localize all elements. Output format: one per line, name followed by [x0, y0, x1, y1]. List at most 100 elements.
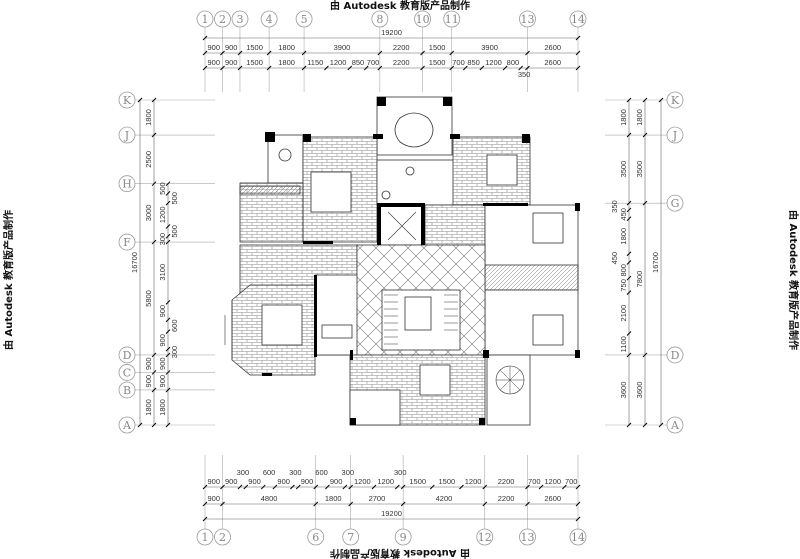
- axis-label-10: 10: [416, 13, 430, 26]
- left-axis-dimension-label: 5800: [144, 290, 153, 307]
- top-detail-dimension-label: 2200: [393, 58, 410, 67]
- right-detail-dimension-label: 3600: [619, 382, 628, 399]
- axis-label-4: 4: [266, 13, 273, 26]
- basin-icon: [405, 166, 415, 176]
- left-detail-dimension-label: 900: [158, 305, 167, 318]
- dimension-tick: [137, 97, 143, 103]
- dimension-tick: [237, 50, 243, 56]
- left-detail-dimension-label: 900: [158, 357, 167, 370]
- left-detail-dimension-label: 1200: [158, 206, 167, 223]
- dimension-tick: [626, 352, 632, 358]
- axis-bubble: [118, 381, 136, 399]
- axis-label-14: 14: [571, 531, 585, 544]
- left-detail-dimension-label: 300: [158, 233, 167, 246]
- dimension-tick: [658, 97, 664, 103]
- dimension-tick: [525, 501, 530, 507]
- axis-label-1: 1: [202, 531, 209, 544]
- axis-label-14: 14: [571, 13, 585, 26]
- toilet-icon: [381, 190, 391, 200]
- axis-label-F: F: [123, 236, 131, 249]
- dimension-tick: [420, 65, 425, 71]
- dimension-tick: [202, 516, 208, 522]
- dimension-tick: [165, 346, 171, 352]
- axis-label-J: J: [672, 129, 677, 142]
- balcony-top-left: [267, 134, 304, 184]
- axis-bubble: [118, 233, 136, 251]
- left-detail-dimension-label: 500: [170, 192, 179, 205]
- dimension-tick: [642, 200, 648, 206]
- top-axis-dimension-label: 2200: [393, 43, 410, 52]
- dimension-tick: [575, 50, 581, 56]
- axis-bubble: [214, 528, 231, 546]
- bed-icon: [261, 304, 303, 346]
- dimension-tick: [151, 181, 157, 187]
- right-detail-dimension-label: 2100: [619, 305, 628, 322]
- axis-bubble: [519, 528, 536, 546]
- bottom-detail-dimension-label: 300: [394, 468, 407, 477]
- structural-walls: [262, 97, 580, 425]
- dimension-tick: [459, 484, 464, 490]
- left-detail-dimension-label: 600: [170, 319, 179, 332]
- bottom-detail-dimension-label: 900: [330, 477, 343, 486]
- bottom-axis-dimension-label: 900: [207, 494, 220, 503]
- right-detail-dimension-label: 3500: [619, 161, 628, 178]
- top-detail-dimension-label: 1200: [485, 58, 502, 67]
- dimension-tick: [165, 422, 171, 428]
- dimension-tick: [165, 233, 171, 239]
- bottom-detail-dimension-label: 700: [528, 477, 541, 486]
- dimension-tick: [165, 387, 171, 393]
- bed-icon: [310, 171, 352, 213]
- top-detail-dimension-label: 700: [452, 58, 465, 67]
- bottom-detail-dimension-label: 600: [263, 468, 276, 477]
- dimension-tick: [313, 501, 319, 507]
- axis-bubble: [260, 10, 278, 28]
- axis-bubble: [666, 126, 684, 144]
- right-axis-dimension-label: 3500: [635, 161, 644, 178]
- dimension-tick: [377, 65, 383, 71]
- axis-label-A: A: [122, 419, 132, 432]
- bottom-detail-dimension-label: 2200: [498, 477, 515, 486]
- left-detail-dimension-label: 500: [158, 182, 167, 195]
- dimension-tick: [642, 422, 648, 428]
- dimension-tick: [301, 50, 307, 56]
- dimension-tick: [151, 422, 157, 428]
- axis-label-D: D: [671, 349, 680, 362]
- dimension-tick: [575, 501, 581, 507]
- bed-icon: [486, 154, 518, 186]
- left-axis-dimension-label: 900: [144, 357, 153, 370]
- axis-bubble: [414, 10, 431, 28]
- dimension-tick: [202, 35, 208, 41]
- axis-bubble: [196, 528, 214, 546]
- bottom-detail-dimension-label: 700: [565, 477, 578, 486]
- dimension-tick: [658, 422, 664, 428]
- dimension-tick: [325, 484, 330, 490]
- left-axis-dimension-label: 900: [144, 375, 153, 388]
- left-axis-dimension-label: 1800: [144, 399, 153, 416]
- dimension-tick: [237, 65, 243, 71]
- dimension-tick: [626, 207, 632, 213]
- dimension-tick: [272, 484, 278, 490]
- dimension-tick: [243, 484, 249, 490]
- axis-label-9: 9: [400, 531, 407, 544]
- axis-bubble: [666, 194, 684, 212]
- axis-bubble: [666, 91, 684, 109]
- dimension-tick: [237, 484, 243, 490]
- wardrobe: [239, 185, 301, 195]
- axis-bubble: [231, 10, 249, 28]
- bottom-axis-dimension-label: 2700: [369, 494, 386, 503]
- right-detail-dimension-label: 450: [610, 252, 619, 265]
- axis-label-3: 3: [236, 13, 243, 26]
- top-axis-dimension-label: 1800: [278, 43, 295, 52]
- bed-icon: [419, 364, 451, 396]
- axis-label-6: 6: [312, 531, 319, 544]
- dimension-tick: [449, 65, 455, 71]
- dimension-tick: [348, 501, 354, 507]
- dimension-tick: [642, 352, 648, 358]
- dimension-tick: [502, 65, 508, 71]
- dimension-tick: [165, 317, 171, 323]
- dimension-tick: [165, 181, 171, 187]
- top-axis-dimension-label: 900: [225, 43, 238, 52]
- dimension-tick: [290, 484, 295, 490]
- stair-treads: [384, 294, 458, 345]
- top-detail-dimension-label: 850: [467, 58, 480, 67]
